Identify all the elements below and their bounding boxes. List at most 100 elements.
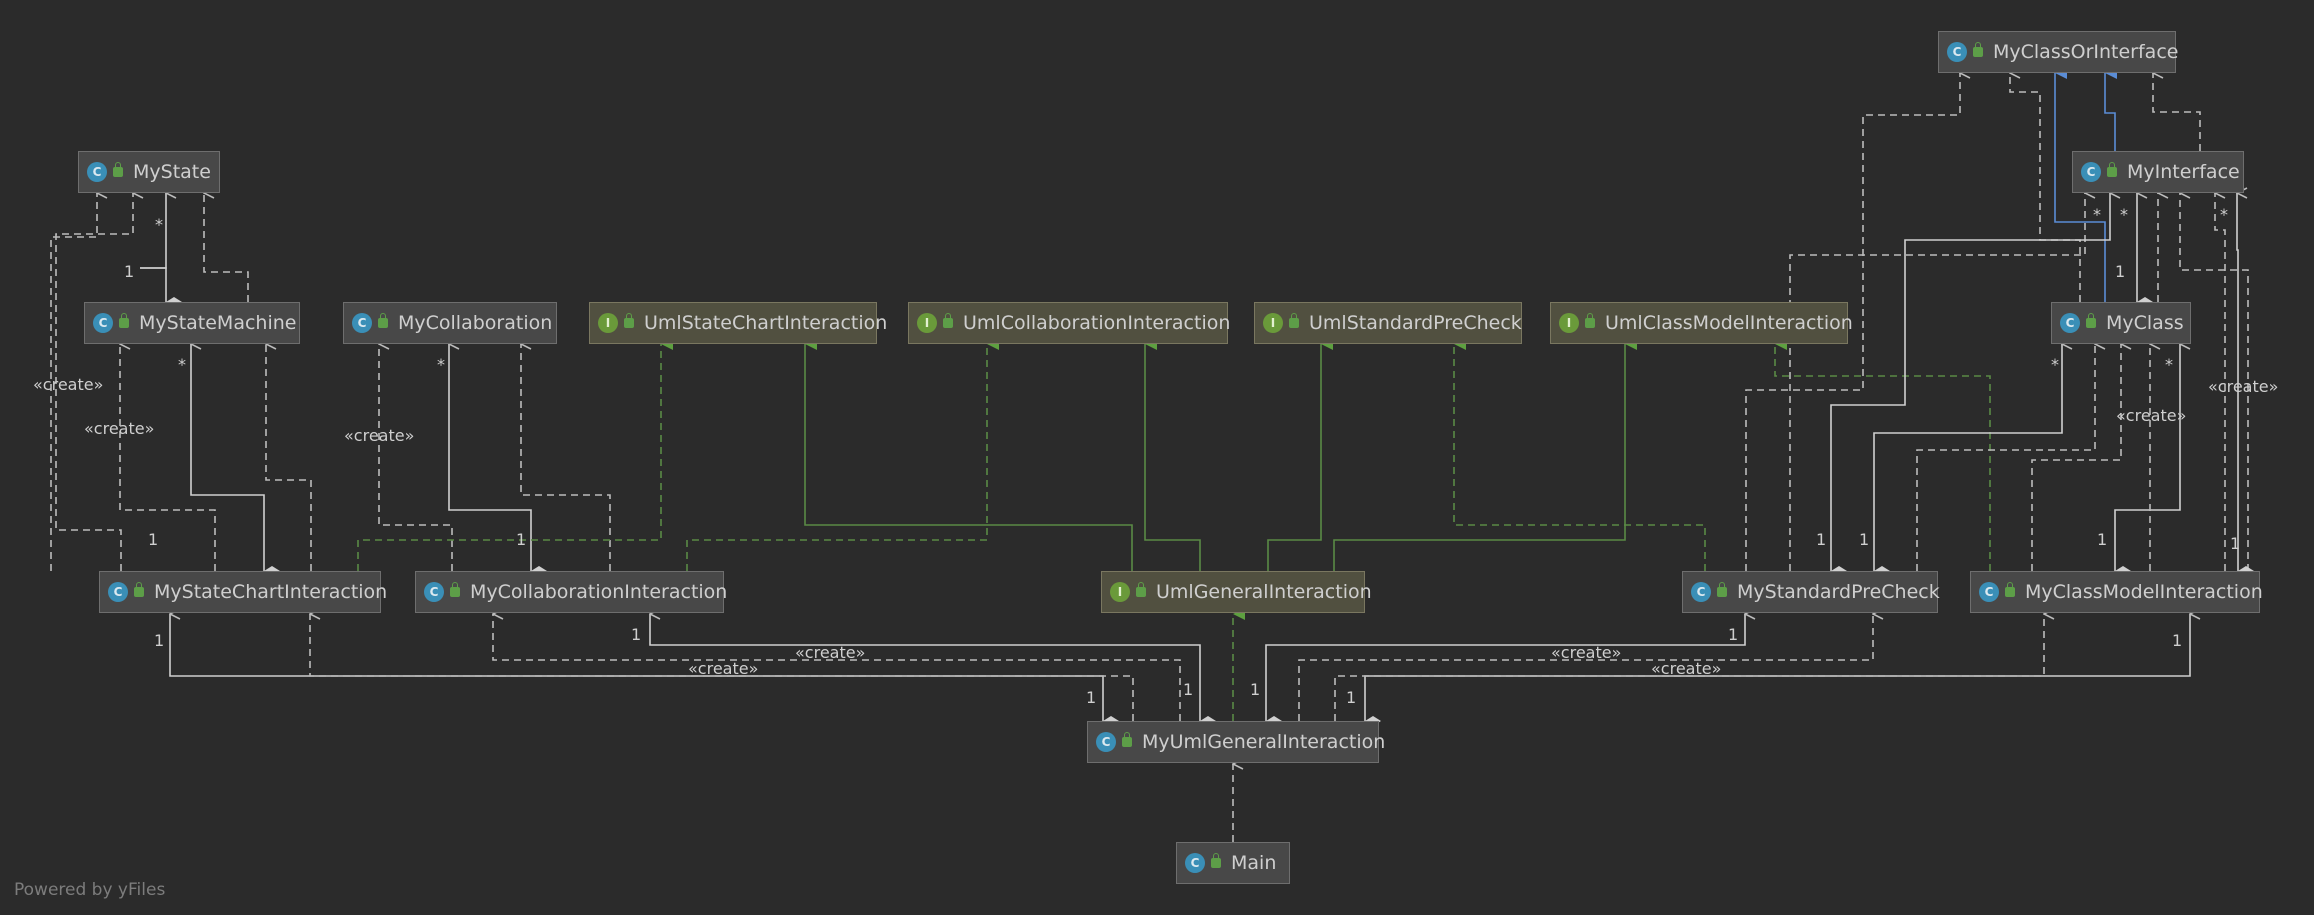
public-lock-icon — [2005, 582, 2015, 597]
label-create: «create» — [344, 426, 414, 445]
label-one: 1 — [148, 530, 158, 549]
ext-general-umlcollab — [1144, 338, 1201, 571]
node-label: MyCollaboration — [398, 312, 553, 334]
node-label: MyStateMachine — [139, 312, 297, 334]
label-many: * — [2165, 355, 2173, 374]
public-lock-icon — [450, 582, 460, 597]
node-label: UmlGeneralInteraction — [1156, 581, 1372, 603]
label-many: * — [155, 215, 163, 234]
dep-standardprecheck-myinterface — [1789, 193, 2085, 571]
node-label: Main — [1231, 852, 1277, 874]
label-many: * — [2093, 205, 2101, 224]
node-uml-state-chart-interaction[interactable]: I UmlStateChartInteraction — [589, 302, 887, 344]
public-lock-icon — [943, 313, 953, 328]
interface-icon: I — [917, 313, 937, 333]
dep-statechart-statemachine — [120, 344, 216, 571]
public-lock-icon — [378, 313, 388, 328]
public-lock-icon — [2107, 162, 2117, 177]
node-label: UmlClassModelInteraction — [1605, 312, 1853, 334]
node-uml-general-interaction[interactable]: I UmlGeneralInteraction — [1101, 571, 1372, 613]
class-icon: C — [352, 313, 372, 333]
dep-myinterface-classorinterface — [2153, 73, 2201, 151]
comp-statechart-statemachine — [191, 344, 264, 571]
impl-statechart-umlstatechart — [357, 338, 673, 571]
label-many: * — [437, 355, 445, 374]
node-label: MyCollaborationInteraction — [470, 581, 728, 603]
public-lock-icon — [113, 162, 123, 177]
ext-general-umlstandard — [1267, 338, 1333, 571]
comp-general-collab — [650, 614, 1200, 721]
public-lock-icon — [119, 313, 129, 328]
node-uml-collaboration-interaction[interactable]: I UmlCollaborationInteraction — [908, 302, 1231, 344]
public-lock-icon — [624, 313, 634, 328]
class-icon: C — [108, 582, 128, 602]
node-my-state-machine[interactable]: C MyStateMachine — [84, 302, 300, 344]
label-one: 1 — [1728, 625, 1738, 644]
node-label: MyInterface — [2127, 161, 2240, 183]
class-icon: C — [87, 162, 107, 182]
label-create: «create» — [33, 375, 103, 394]
interface-icon: I — [598, 313, 618, 333]
dep-collab-mycollab-2 — [521, 344, 611, 571]
dep-statechart-mystate-create — [50, 193, 97, 571]
dep-collab-mycollab-create — [379, 344, 453, 571]
label-many: * — [178, 355, 186, 374]
label-many: * — [2220, 205, 2228, 224]
public-lock-icon — [1585, 313, 1595, 328]
public-lock-icon — [1136, 582, 1146, 597]
public-lock-icon — [2086, 313, 2096, 328]
interface-icon: I — [1559, 313, 1579, 333]
label-many: * — [2120, 205, 2128, 224]
node-my-state[interactable]: C MyState — [78, 151, 220, 193]
comp-statemachine-mystate — [140, 267, 182, 307]
dep-general-standardprecheck-create — [1298, 614, 1873, 721]
impl-collab-umlcollab — [686, 338, 999, 571]
node-label: MyUmlGeneralInteraction — [1142, 731, 1386, 753]
label-one: 1 — [1183, 680, 1193, 699]
node-label: UmlCollaborationInteraction — [963, 312, 1231, 334]
class-icon: C — [1947, 42, 1967, 62]
label-create: «create» — [1651, 659, 1721, 678]
dep-statemachine-mystate — [204, 193, 249, 302]
label-create: «create» — [688, 659, 758, 678]
dep-general-classmodel-create — [1334, 614, 2044, 721]
class-icon: C — [1979, 582, 1999, 602]
node-uml-class-model-interaction[interactable]: I UmlClassModelInteraction — [1550, 302, 1853, 344]
label-one: 1 — [1346, 688, 1356, 707]
label-create: «create» — [795, 643, 865, 662]
label-one: 1 — [2115, 262, 2125, 281]
label-one: 1 — [631, 625, 641, 644]
label-create: «create» — [84, 419, 154, 438]
class-icon: C — [424, 582, 444, 602]
node-my-interface[interactable]: C MyInterface — [2072, 151, 2244, 193]
comp-classmodel-myinterface — [2237, 193, 2238, 571]
class-icon: C — [2060, 313, 2080, 333]
ext-general-umlstatechart — [804, 338, 1133, 571]
interface-icon: I — [1110, 582, 1130, 602]
comp-standardprecheck-myinterface — [1830, 193, 2110, 571]
interface-icon: I — [1263, 313, 1283, 333]
node-my-collaboration[interactable]: C MyCollaboration — [343, 302, 557, 344]
node-label: MyState — [133, 161, 211, 183]
dep-general-collab-create — [493, 614, 1181, 721]
dep-statechart-statemachine-2 — [266, 344, 312, 571]
dep-classmodel-myinterface-2 — [2215, 193, 2226, 571]
label-many: * — [2051, 355, 2059, 374]
label-create: «create» — [2116, 406, 2186, 425]
label-one: 1 — [124, 262, 134, 281]
public-lock-icon — [134, 582, 144, 597]
node-my-collaboration-interaction[interactable]: C MyCollaborationInteraction — [415, 571, 728, 613]
class-icon: C — [93, 313, 113, 333]
label-one: 1 — [1816, 530, 1826, 549]
class-icon: C — [2081, 162, 2101, 182]
node-label: UmlStateChartInteraction — [644, 312, 888, 334]
dep-standardprecheck-myclass — [1916, 344, 2095, 571]
